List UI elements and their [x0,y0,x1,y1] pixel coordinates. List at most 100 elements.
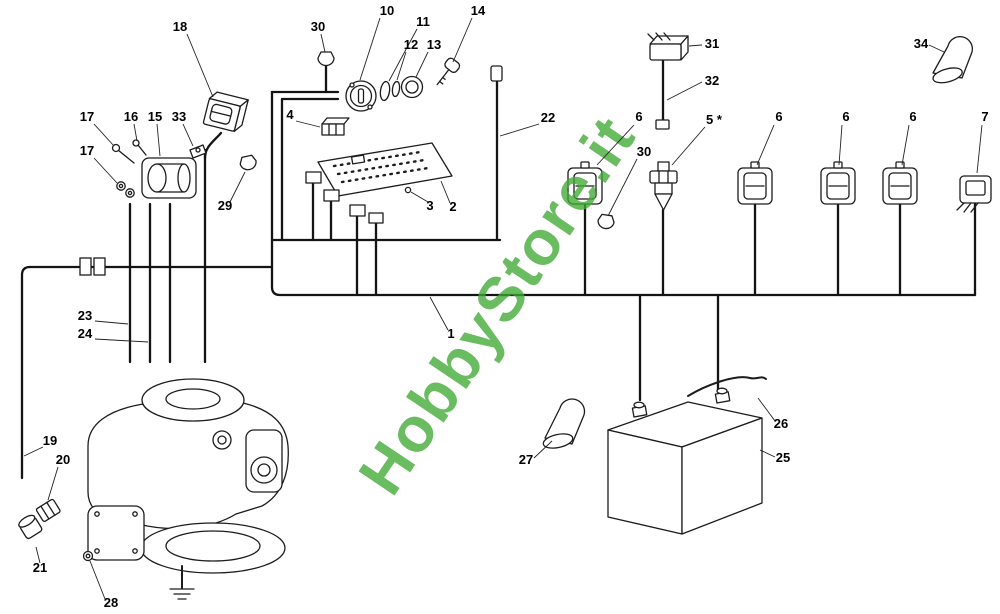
part-label-2: 2 [449,199,456,214]
leader-line-21 [35,546,41,564]
leader-line-30a [320,33,326,53]
ignition-key-14 [436,57,461,86]
connector-inline-a [79,257,92,276]
bolt-28 [82,550,94,562]
cable-clip-30a [317,51,335,67]
leader-line-22 [499,123,540,137]
switch-6d [882,161,918,205]
board-connector-4 [368,212,384,224]
part-label-17b: 17 [80,143,94,158]
leader-line-11 [388,28,418,82]
leader-line-6b [756,124,775,166]
rubber-boot-27 [542,398,586,449]
leader-line-32 [666,81,703,101]
part-label-20: 20 [56,452,70,467]
switch-7 [956,175,992,213]
battery-terminal-negative [714,387,731,404]
part-label-26: 26 [774,416,788,431]
part-label-7: 7 [981,109,988,124]
jumper-wire-26 [687,376,767,397]
board-screw-3 [404,186,412,194]
leader-line-28 [89,560,106,600]
connector-31 [647,32,689,61]
leader-line-23 [94,320,129,325]
leader-line-14 [452,17,473,63]
part-label-17a: 17 [80,109,94,124]
part-label-19: 19 [43,433,57,448]
bulb-21 [18,514,43,540]
leader-line-25 [759,449,776,458]
wire-left-drop [20,265,32,480]
part-label-25: 25 [776,450,790,465]
leader-line-17b [93,157,118,184]
leader-line-34 [928,44,945,53]
switch-6c [820,161,856,205]
board-connector-3 [349,204,366,217]
leader-line-15 [156,123,161,157]
cable-clip-30b [596,213,616,231]
screw-16 [137,144,147,156]
part-label-24: 24 [78,326,93,341]
wiring-harness [20,58,977,480]
nut-12 [391,80,401,98]
rocker-switch-18 [202,91,249,133]
circuit-board-2 [305,142,453,224]
part-label-30a: 30 [311,19,325,34]
leader-line-1 [429,296,449,331]
part-label-27: 27 [519,452,533,467]
leader-line-17a [93,123,115,147]
part-label-11: 11 [416,14,430,29]
part-label-14: 14 [471,3,486,18]
part-label-10: 10 [380,3,394,18]
connector-inline-b [93,257,106,276]
leader-line-29 [229,171,246,203]
leader-line-2 [440,180,451,204]
part-label-13: 13 [427,37,441,52]
connector-4 [321,117,350,136]
battery-25 [607,387,763,535]
part-label-29: 29 [218,198,232,213]
part-label-34: 34 [914,36,929,51]
leader-line-5 [671,126,706,166]
part-label-18: 18 [173,19,187,34]
board-connector-2 [323,189,340,202]
leader-line-24 [94,338,149,343]
leader-line-19 [23,446,44,457]
part-label-1: 1 [447,326,454,341]
part-label-23: 23 [78,308,92,323]
part-label-32: 32 [705,73,719,88]
leader-line-20 [47,466,59,501]
part-label-5: 5 * [706,112,723,127]
wire-vertical-a [270,90,282,297]
leader-line-33 [182,123,194,147]
leader-line-27 [533,440,553,459]
cable-clip-29 [238,154,259,172]
connector-wire22-end [490,65,503,82]
washer-11 [379,80,391,102]
leader-line-6a [596,124,635,166]
part-label-33: 33 [172,109,186,124]
part-label-12: 12 [404,37,418,52]
connector-wire32-end [655,119,670,130]
part-label-30b: 30 [637,144,651,159]
part-label-4: 4 [286,107,294,122]
switch-6b [737,161,773,205]
board-connector-1 [305,171,322,184]
leader-line-12 [396,51,407,81]
leader-line-6d [901,124,910,166]
leader-line-6c [838,124,843,166]
ignition-switch-10 [345,75,424,112]
leader-line-16 [133,123,138,142]
part-label-6b: 6 [775,109,782,124]
oil-sensor-5 [649,161,678,211]
ground-symbol [169,565,195,600]
leader-line-30b [607,158,638,217]
part-label-31: 31 [705,36,719,51]
muffler [87,505,145,561]
part-label-6d: 6 [909,109,916,124]
leader-line-10 [359,17,381,81]
part-label-15: 15 [148,109,162,124]
